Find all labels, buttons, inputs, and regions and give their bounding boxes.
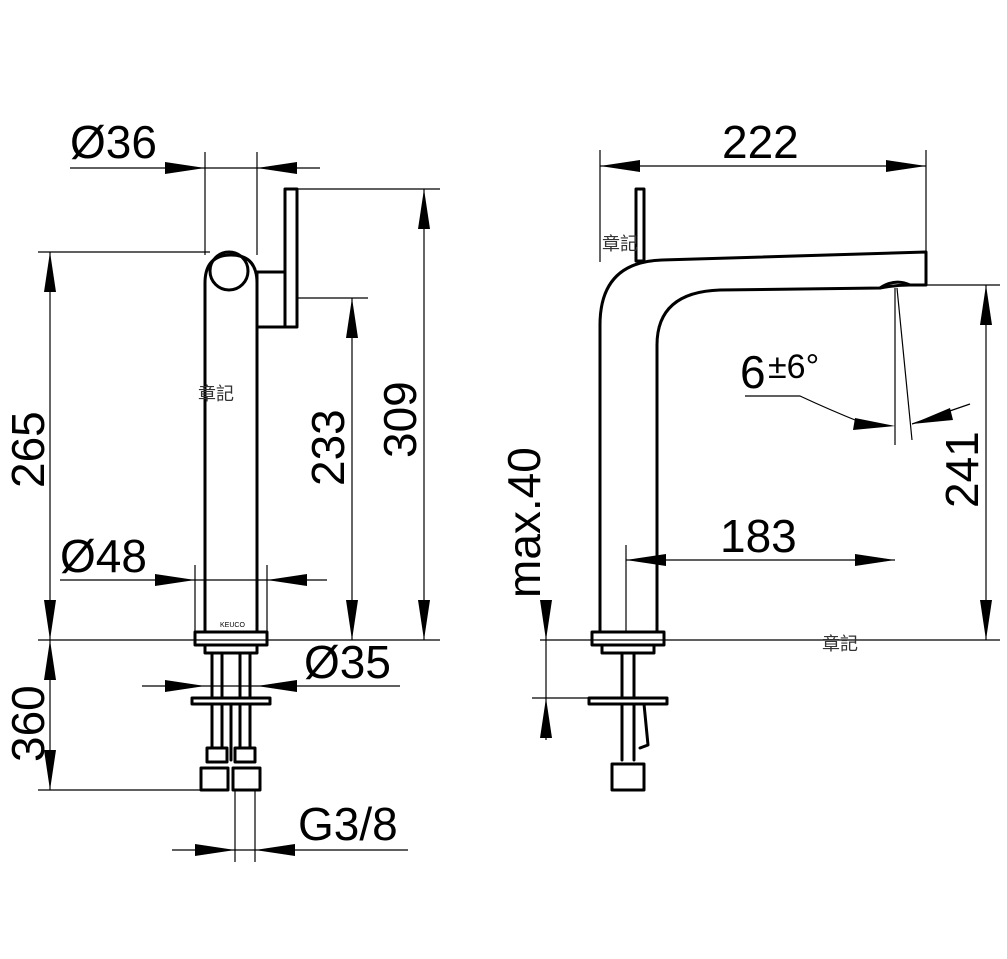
front-brand-label: KEUCO — [220, 622, 245, 629]
front-lever — [283, 187, 299, 329]
arrowhead — [255, 844, 295, 856]
arrowhead — [257, 162, 297, 174]
side-nut — [610, 762, 646, 792]
dim-projection: 222 — [722, 116, 799, 168]
arrowhead — [540, 600, 552, 640]
watermark: 章記 — [198, 384, 234, 405]
side-view: 222 241 6 ±6° 183 max.40 章記 章記 — [498, 116, 1000, 792]
side-lever — [634, 187, 646, 263]
front-lever-hub — [255, 270, 287, 329]
arrowhead — [155, 574, 195, 586]
front-view: KEUCO Ø36 265 — [2, 116, 440, 862]
angle-line — [896, 287, 913, 441]
side-body-outline — [598, 250, 928, 634]
arrowhead — [195, 844, 235, 856]
front-nut — [231, 766, 262, 792]
dim-counter-thickness: max.40 — [498, 447, 550, 598]
front-spout-circle — [208, 250, 250, 292]
arrowhead — [980, 600, 992, 640]
arrowhead — [44, 600, 56, 640]
dim-angle-tolerance: ±6° — [768, 348, 819, 386]
dim-spout-height: 241 — [936, 431, 988, 508]
arrowhead — [44, 750, 56, 790]
arrowhead — [626, 554, 666, 566]
arrowhead — [165, 162, 205, 174]
side-mount-plate — [587, 696, 669, 706]
dim-height-overall: 265 — [2, 411, 54, 488]
arrowhead — [853, 418, 895, 430]
dim-thread: G3/8 — [298, 798, 398, 850]
arrowhead — [44, 252, 56, 292]
dim-reach: 183 — [720, 510, 797, 562]
front-fitting — [233, 746, 257, 764]
dim-height-spout: 233 — [302, 409, 354, 486]
dim-height-lever: 309 — [374, 381, 426, 458]
watermark: 章記 — [822, 634, 858, 655]
arrowhead — [418, 189, 430, 229]
arrowhead — [855, 554, 895, 566]
dim-dia-base: Ø48 — [60, 530, 147, 582]
arrowhead — [886, 160, 926, 172]
dim-below-counter: 360 — [2, 685, 54, 762]
angle-arc — [745, 395, 861, 423]
front-fitting — [205, 746, 229, 764]
arrowhead — [600, 160, 640, 172]
front-shank — [203, 643, 259, 655]
arrowhead — [912, 408, 953, 424]
dim-dia-top: Ø36 — [70, 116, 157, 168]
side-base-ring — [590, 630, 666, 647]
arrowhead — [267, 574, 307, 586]
side-hose — [638, 702, 650, 750]
arrowhead — [346, 600, 358, 640]
arrowhead — [346, 298, 358, 338]
arrowhead — [540, 698, 552, 738]
arrowhead — [418, 600, 430, 640]
side-shank — [600, 643, 656, 655]
front-base-ring — [193, 630, 269, 647]
arrowhead — [980, 285, 992, 325]
arrowhead — [44, 640, 56, 680]
arrowhead — [257, 680, 297, 692]
front-nut — [199, 766, 230, 792]
watermark: 章記 — [602, 234, 638, 255]
dim-angle: 6 — [740, 346, 766, 398]
arrowhead — [165, 680, 205, 692]
dim-dia-shank: Ø35 — [304, 636, 391, 688]
front-body-outline — [203, 253, 259, 634]
side-aerator — [878, 280, 912, 290]
